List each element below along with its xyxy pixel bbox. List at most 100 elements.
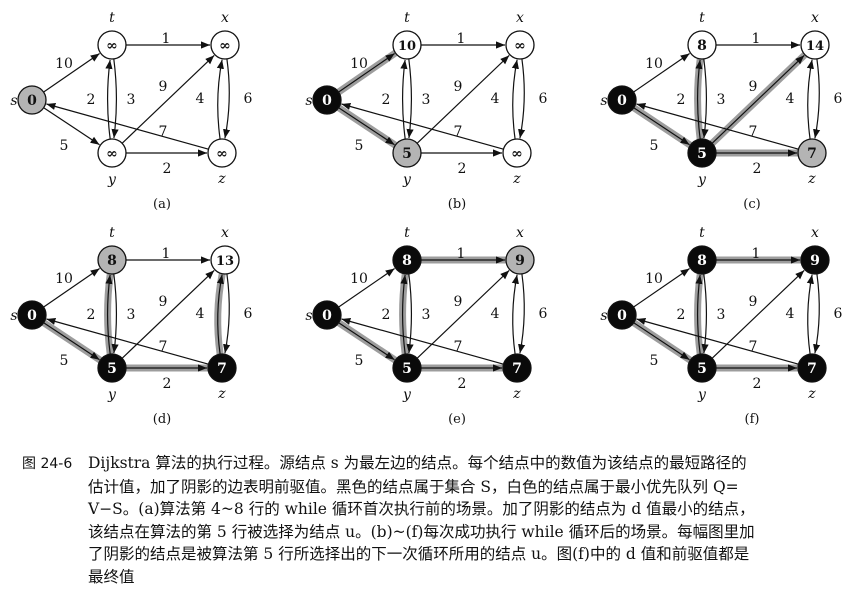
node-s-distance: 0 (617, 308, 627, 324)
edge-weight-s-y: 5 (60, 138, 69, 154)
node-s-distance: 0 (322, 308, 332, 324)
edge-weight-y-x: 9 (454, 79, 463, 95)
caption-line-1: Dijkstra 算法的执行过程。源结点 s 为最左边的结点。每个结点中的数值为… (88, 454, 747, 472)
node-x-distance: 13 (216, 254, 234, 269)
edge-weight-x-z: 4 (491, 306, 500, 322)
node-s (17, 85, 47, 115)
node-z-distance: 7 (807, 146, 817, 162)
edge-weight-s-t: 10 (350, 56, 368, 72)
node-y (97, 353, 127, 383)
edge-weight-s-t: 10 (645, 56, 663, 72)
edge-weight-z-s: 7 (159, 124, 168, 140)
edge-s-t (43, 268, 100, 308)
node-z-distance: 7 (512, 361, 522, 377)
caption-line-2: 估计值，加了阴影的边表明前驱值。黑色的结点属于集合 S，白色的结点属于最小优先队… (88, 477, 739, 496)
node-t (687, 30, 717, 60)
edge-y-x (711, 269, 805, 359)
node-y-distance: 5 (107, 361, 117, 377)
caption-line-5: 了阴影的结点是被算法第 5 行所选择出的下一次循环所用的结点 u。图(f)中的 … (88, 545, 750, 563)
edge-s-t (338, 268, 395, 308)
node-z (207, 138, 237, 168)
vertex-label-y: y (697, 387, 707, 403)
edge-t-y (701, 58, 709, 139)
edge-y-t (400, 59, 408, 140)
vertex-label-x: x (516, 10, 524, 26)
edge-weight-y-x: 9 (159, 79, 168, 95)
vertex-label-s: s (10, 93, 17, 109)
node-z (797, 138, 827, 168)
vertex-label-t: t (109, 225, 115, 241)
edge-y-x (121, 269, 215, 359)
edge-weight-z-x: 6 (834, 91, 843, 107)
edge-y-t (695, 274, 703, 355)
node-t-distance: 8 (107, 253, 117, 269)
edge-y-t (105, 274, 113, 355)
edge-t-y (406, 273, 414, 354)
node-s-distance: 0 (322, 93, 332, 109)
edge-t-y (701, 273, 709, 354)
caption-line-6: 最终值 (88, 567, 135, 586)
edge-weight-z-s: 7 (454, 339, 463, 355)
node-s (312, 85, 342, 115)
panel-label: (d) (153, 412, 171, 427)
edge-weight-t-y: 2 (87, 307, 96, 323)
edge-weight-t-y: 2 (677, 307, 686, 323)
edge-z-x (806, 59, 814, 140)
edge-weight-z-s: 7 (749, 124, 758, 140)
vertex-label-y: y (402, 387, 412, 403)
edge-weight-t-x: 1 (162, 246, 171, 262)
vertex-label-t: t (404, 10, 410, 26)
vertex-label-y: y (107, 172, 117, 188)
edge-weight-s-y: 5 (355, 138, 364, 154)
edge-weight-t-y: 2 (382, 307, 391, 323)
caption-line-3: V−S。(a)算法第 4~8 行的 while 循环首次执行前的场景。加了阴影的… (88, 500, 755, 518)
vertex-label-z: z (512, 386, 521, 402)
edge-weight-t-x: 1 (457, 246, 466, 262)
panel-label: (c) (743, 197, 760, 212)
vertex-label-s: s (600, 93, 607, 109)
node-s (607, 300, 637, 330)
edge-weight-y-z: 2 (458, 161, 467, 177)
edge-weight-z-x: 6 (244, 91, 253, 107)
edge-z-x (511, 274, 519, 355)
node-y-distance: 5 (697, 146, 707, 162)
edge-weight-s-y: 5 (355, 353, 364, 369)
edge-weight-s-t: 10 (645, 271, 663, 287)
node-t (392, 245, 422, 275)
node-z-distance: ∞ (511, 146, 523, 162)
vertex-label-s: s (10, 308, 17, 324)
edge-x-z (518, 58, 526, 139)
edge-weight-t-x: 1 (752, 31, 761, 47)
vertex-label-t: t (109, 10, 115, 26)
node-s (17, 300, 47, 330)
node-s (607, 85, 637, 115)
edge-y-x (416, 54, 510, 144)
edge-t-y (111, 273, 119, 354)
edge-y-x (711, 54, 805, 144)
node-t-distance: 10 (398, 39, 416, 54)
node-y (687, 138, 717, 168)
node-x (800, 30, 830, 60)
edge-weight-t-x: 1 (457, 31, 466, 47)
edge-x-z (223, 273, 231, 354)
node-s-distance: 0 (27, 308, 37, 324)
edge-weight-y-t: 3 (127, 92, 136, 108)
node-y-distance: 5 (402, 146, 412, 162)
edge-s-t (338, 53, 395, 93)
edge-z-s (341, 102, 504, 150)
edge-weight-x-z: 4 (196, 91, 205, 107)
node-x (800, 245, 830, 275)
vertex-label-x: x (811, 225, 819, 241)
edge-weight-t-y: 2 (677, 92, 686, 108)
vertex-label-x: x (221, 10, 229, 26)
node-z (502, 353, 532, 383)
vertex-label-s: s (600, 308, 607, 324)
panel-label: (a) (153, 197, 171, 212)
edge-z-s (341, 317, 504, 365)
node-y (687, 353, 717, 383)
